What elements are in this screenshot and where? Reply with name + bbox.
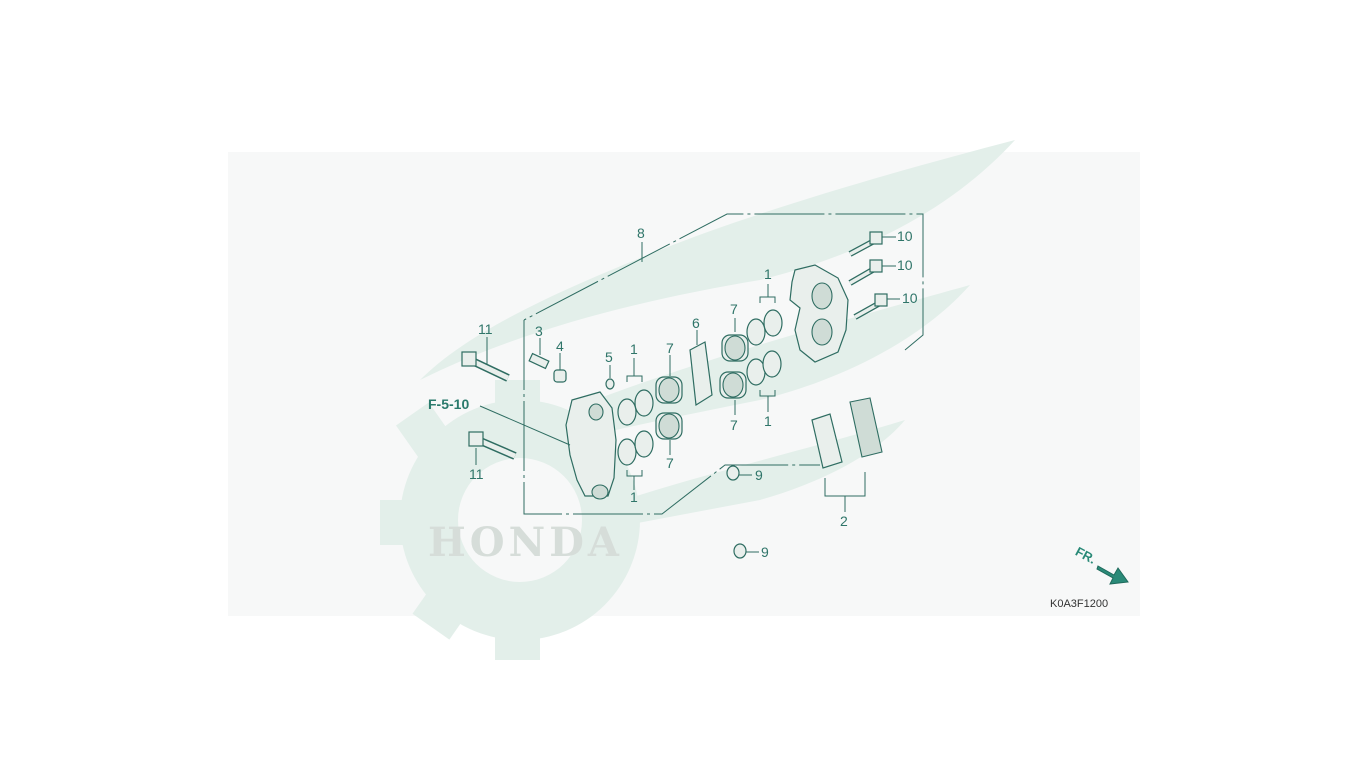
assembly-outline — [523, 213, 924, 515]
callout-7-upper-left: 7 — [666, 340, 674, 356]
pistons-left — [655, 355, 683, 455]
callout-7-lower-right: 7 — [730, 417, 738, 433]
callout-10-top: 10 — [897, 228, 913, 244]
bolt-10-mid — [848, 259, 896, 286]
pad-spring-6 — [689, 330, 713, 407]
bolt-11-top — [461, 337, 510, 382]
front-direction-label: FR. — [1073, 544, 1099, 567]
bleeder-cap-4 — [553, 353, 567, 383]
callout-8: 8 — [637, 225, 645, 241]
callout-7-lower-left: 7 — [666, 455, 674, 471]
callout-1-lower-left: 1 — [630, 489, 638, 505]
leader-f-5-10 — [479, 405, 571, 446]
callout-3: 3 — [535, 323, 543, 339]
seals-upper-right — [746, 284, 783, 412]
bolt-10-low — [853, 293, 900, 320]
callout-5: 5 — [605, 349, 613, 365]
callout-9-bottom: 9 — [761, 544, 769, 560]
callout-1-upper-right: 1 — [764, 266, 772, 282]
bolt-11-bottom — [468, 431, 517, 465]
seals-left — [617, 358, 654, 490]
oring-5 — [605, 365, 615, 390]
bleeder-screw-3 — [528, 338, 550, 370]
honda-watermark-text: HONDA — [428, 519, 623, 566]
brake-pads-2 — [811, 397, 883, 512]
callout-6: 6 — [692, 315, 700, 331]
callout-9-top: 9 — [755, 467, 763, 483]
callout-10-mid: 10 — [897, 257, 913, 273]
bolt-10-top — [848, 231, 896, 257]
callout-10-low: 10 — [902, 290, 918, 306]
callout-2: 2 — [840, 513, 848, 529]
caliper-right-half — [789, 264, 849, 363]
pistons-right — [719, 318, 749, 415]
callout-1-upper-left: 1 — [630, 341, 638, 357]
callout-7-upper-right: 7 — [730, 301, 738, 317]
callout-11-top: 11 — [478, 321, 493, 337]
callout-1-lower-right: 1 — [764, 413, 772, 429]
diagram-code: K0A3F1200 — [1050, 598, 1108, 610]
front-direction-arrow — [1096, 565, 1129, 585]
reference-f-5-10[interactable]: F-5-10 — [428, 396, 469, 412]
callout-11-bottom: 11 — [469, 466, 484, 482]
plug-9-bottom — [733, 543, 759, 559]
callout-4: 4 — [556, 338, 564, 354]
plug-9-top — [726, 465, 752, 481]
caliper-left-half — [565, 391, 617, 500]
